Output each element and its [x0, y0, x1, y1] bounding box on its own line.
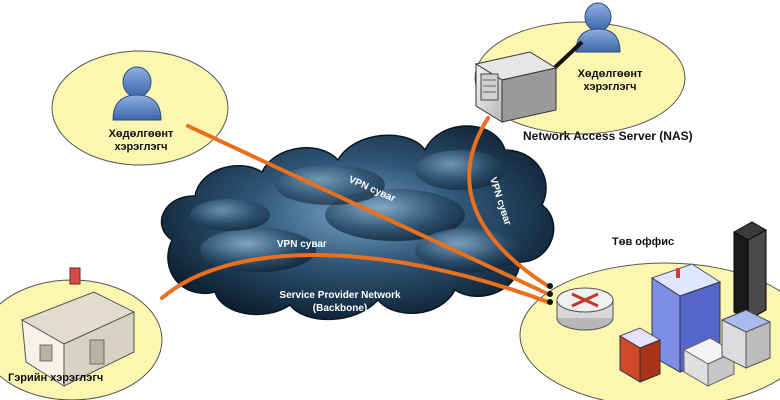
- nas-user-label: Хөдөлгөөнт хэрэглэгч: [565, 68, 655, 94]
- tunnel-nas: [467, 116, 550, 288]
- mobile-user-label: Хөдөлгөөнт хэрэглэгч: [96, 128, 186, 154]
- tunnel-home-user: [160, 253, 550, 304]
- mobile-user-label-line1: Хөдөлгөөнт: [108, 128, 174, 140]
- tunnel-mobile-user: [186, 124, 550, 296]
- service-provider-cloud: [160, 125, 555, 321]
- head-office-label: Төв оффис: [612, 236, 692, 249]
- home-user-label-text: Гэрийн хэрэглэгч: [8, 372, 104, 384]
- nas-user-label-line2: хэрэглэгч: [583, 81, 637, 93]
- house-icon: [20, 267, 136, 387]
- router-icon: [556, 287, 614, 331]
- nas-user-person-icon: [575, 2, 621, 53]
- vpn-tunnels: [160, 116, 550, 304]
- mobile-user-label-line2: хэрэглэгч: [114, 141, 168, 153]
- home-user-label: Гэрийн хэрэглэгч: [8, 372, 138, 385]
- head-office-buildings-icon: [618, 221, 772, 387]
- nas-user-label-line1: Хөдөлгөөнт: [577, 68, 643, 80]
- cloud-label: Service Provider Network (Backbone): [245, 289, 435, 315]
- cloud-label-line1: Service Provider Network: [279, 290, 401, 301]
- nas-label: Network Access Server (NAS): [523, 130, 743, 143]
- tunnel-endpoints: [547, 283, 553, 305]
- cloud-label-line2: (Backbone): [312, 303, 368, 314]
- tunnel-label-home-text: VPN суваг: [276, 239, 328, 250]
- nas-label-text: Network Access Server (NAS): [523, 129, 693, 143]
- head-office-label-text: Төв оффис: [612, 236, 675, 248]
- tunnel-label-home: VPN суваг: [262, 238, 342, 251]
- nas-server-icon: [474, 51, 558, 123]
- mobile-user-person-icon: [112, 66, 162, 121]
